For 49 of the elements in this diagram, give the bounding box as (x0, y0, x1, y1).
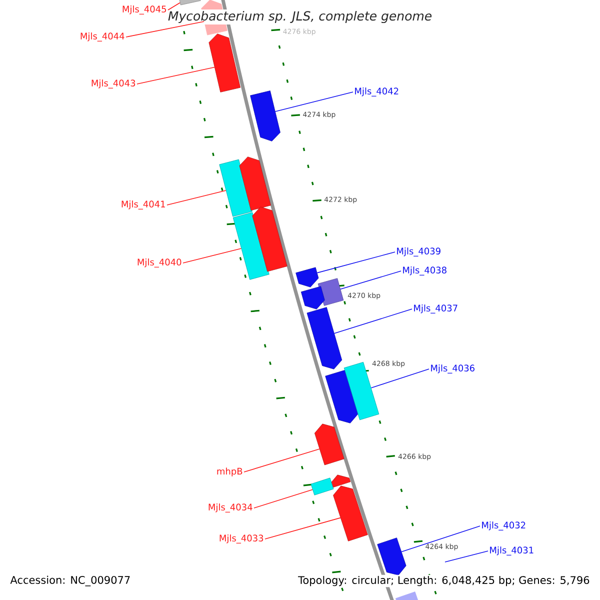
gene-bar (219, 159, 252, 217)
leader-line (401, 526, 480, 552)
gene-label: Mjls_4037 (414, 304, 458, 314)
gene-label: Mjls_4040 (138, 258, 182, 268)
gene-label: Mjls_4032 (482, 522, 526, 530)
gene-label: Mjls_4039 (397, 248, 440, 256)
gene-block (178, 0, 201, 6)
gene-label: Mjls_4041 (122, 200, 165, 210)
gene-block (296, 267, 319, 288)
gene-label: Mjls_4042 (355, 88, 398, 96)
leader-line (168, 2, 180, 10)
leader-line (264, 517, 341, 540)
gene-block (330, 474, 351, 488)
gene-block (208, 34, 241, 92)
leader-line (166, 190, 226, 206)
leader-line (340, 270, 402, 290)
leader-line (182, 248, 242, 264)
gene-label: Mjls_4033 (220, 534, 264, 544)
leader-line (334, 308, 412, 334)
gene-label: Mjls_4036 (431, 364, 474, 374)
leader-line (254, 489, 313, 508)
accession-label: Accession: NC_009077 (9, 574, 132, 588)
gene-bar (318, 278, 344, 306)
leader-line (126, 21, 204, 38)
title: Mycobacterium sp. JLS, complete genome (166, 9, 434, 25)
leader-line (244, 448, 320, 472)
leader-line (274, 92, 354, 112)
gene-label: Mjls_4044 (80, 32, 124, 42)
genome-info-label: Topology: circular; Length: 6,048,425 bp; Genes: 5,796 (297, 574, 591, 588)
gene-bar (310, 478, 334, 496)
gene-label: Mjls_4031 (490, 546, 534, 556)
gene-block (325, 370, 358, 424)
gene-label: Mjls_4043 (92, 80, 136, 88)
gene-block (250, 90, 280, 142)
gene-label: Mjls_4034 (208, 504, 252, 512)
gene-label: Mjls_4038 (403, 266, 446, 276)
gene-block (252, 206, 288, 272)
leader-line (370, 368, 430, 388)
gene-block (300, 286, 325, 310)
gene-block (377, 538, 406, 576)
gene-block (396, 592, 419, 600)
gene-label: mhpB (217, 468, 242, 476)
gene-bar (232, 212, 270, 280)
gene-block (314, 424, 344, 466)
gene-block (239, 156, 271, 211)
gene-label: Mjls_4045 (122, 6, 166, 14)
leader-line (444, 550, 488, 562)
leader-line (316, 252, 396, 274)
leader-line (136, 66, 215, 84)
